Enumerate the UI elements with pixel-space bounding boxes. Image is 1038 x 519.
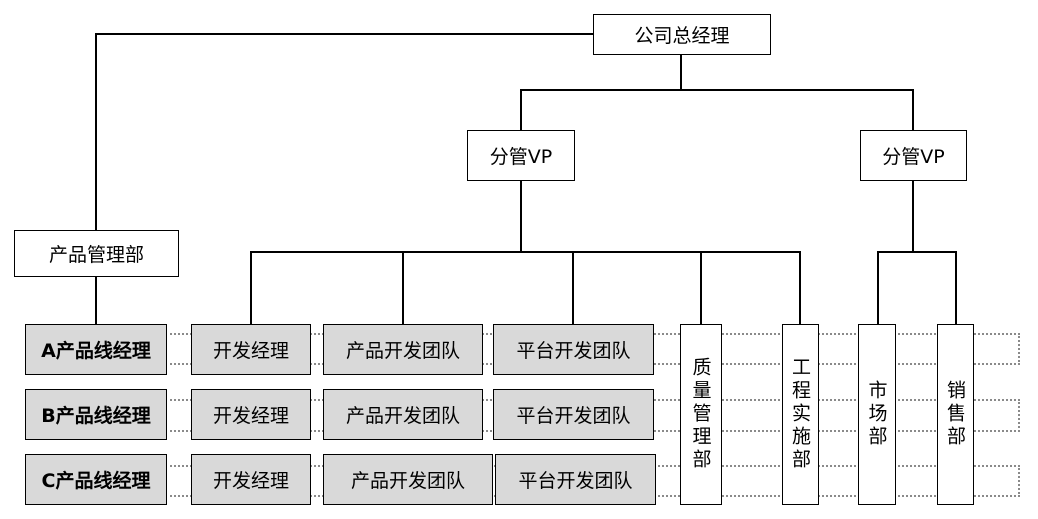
line-manager-c-box: C产品线经理 <box>25 454 167 505</box>
market-dept-label: 市场部 <box>865 380 888 449</box>
connector-vp-right-down <box>912 180 914 252</box>
connector-market-v <box>877 251 879 324</box>
product-team-c-label: 产品开发团队 <box>350 470 465 492</box>
sales-dept-label: 销售部 <box>944 380 966 449</box>
quality-dept-box: 质量管理部 <box>680 324 722 505</box>
quality-dept-label: 质量管理部 <box>689 357 712 472</box>
engineering-dept-box: 工程实施部 <box>782 324 819 505</box>
connector-dev-manager-v <box>250 251 252 324</box>
connector-engineering-v <box>799 251 801 324</box>
product-dept-box: 产品管理部 <box>14 230 179 277</box>
platform-team-a-box: 平台开发团队 <box>493 324 654 375</box>
product-dept-label: 产品管理部 <box>48 244 144 266</box>
connector-quality-v <box>700 251 702 324</box>
vp-right-box: 分管VP <box>860 130 967 181</box>
connector-product-dept-down <box>95 276 97 324</box>
product-team-c-box: 产品开发团队 <box>323 454 493 505</box>
ceo-box: 公司总经理 <box>593 14 771 55</box>
connector-ceo-down <box>680 54 682 90</box>
platform-team-b-box: 平台开发团队 <box>493 389 654 440</box>
dev-manager-b-box: 开发经理 <box>191 389 311 440</box>
line-manager-b-box: B产品线经理 <box>25 389 167 440</box>
line-manager-a-label: A产品线经理 <box>41 340 151 362</box>
connector-right-branch-bar <box>877 251 956 253</box>
engineering-dept-label: 工程实施部 <box>789 357 811 472</box>
connector-vp-left-v <box>520 89 522 130</box>
platform-team-a-label: 平台开发团队 <box>516 340 631 362</box>
connector-platform-team-v <box>572 251 574 324</box>
platform-team-b-label: 平台开发团队 <box>516 405 631 427</box>
product-team-a-box: 产品开发团队 <box>323 324 483 375</box>
product-team-b-box: 产品开发团队 <box>323 389 483 440</box>
connector-vp-bar <box>520 89 913 91</box>
platform-team-c-box: 平台开发团队 <box>495 454 656 505</box>
dev-manager-b-label: 开发经理 <box>212 405 289 427</box>
line-manager-a-box: A产品线经理 <box>25 324 167 375</box>
line-manager-c-label: C产品线经理 <box>41 470 151 492</box>
connector-ceo-to-product-dept-h <box>96 33 593 35</box>
connector-vp-left-down <box>520 180 522 252</box>
dev-manager-a-box: 开发经理 <box>191 324 311 375</box>
ceo-label: 公司总经理 <box>634 25 730 47</box>
vp-left-label: 分管VP <box>489 146 553 168</box>
vp-right-label: 分管VP <box>882 146 945 168</box>
connector-left-branch-bar <box>250 251 800 253</box>
connector-sales-v <box>955 251 957 324</box>
sales-dept-box: 销售部 <box>937 324 974 505</box>
vp-left-box: 分管VP <box>467 130 575 181</box>
dev-manager-a-label: 开发经理 <box>212 340 289 362</box>
connector-vp-right-v <box>912 89 914 130</box>
product-team-a-label: 产品开发团队 <box>345 340 460 362</box>
dotted-line-row-c-end <box>1018 465 1020 497</box>
dotted-line-row-a-end <box>1018 333 1020 365</box>
product-team-b-label: 产品开发团队 <box>345 405 460 427</box>
market-dept-box: 市场部 <box>858 324 896 505</box>
line-manager-b-label: B产品线经理 <box>41 405 151 427</box>
dev-manager-c-label: 开发经理 <box>212 470 289 492</box>
platform-team-c-label: 平台开发团队 <box>518 470 633 492</box>
dotted-line-row-b-end <box>1018 399 1020 432</box>
dev-manager-c-box: 开发经理 <box>191 454 311 505</box>
connector-product-dept-v <box>95 33 97 230</box>
connector-product-team-v <box>402 251 404 324</box>
